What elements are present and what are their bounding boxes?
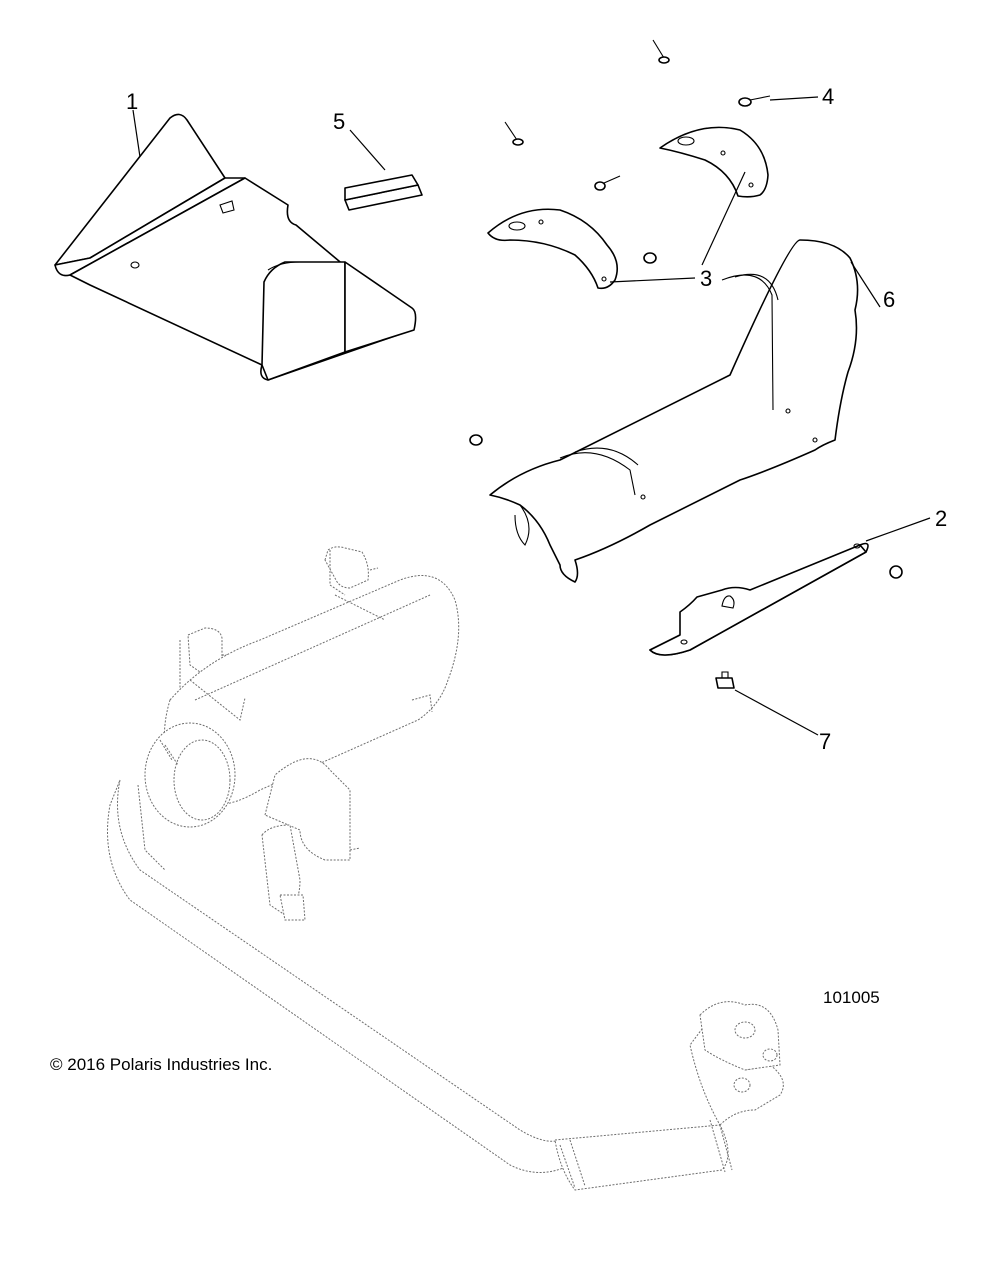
callout-4: 4 <box>822 84 834 109</box>
part-5-foam-pad <box>344 174 423 211</box>
callout-2: 2 <box>935 506 947 531</box>
leader-5 <box>349 129 386 171</box>
part-4-screw <box>738 95 771 107</box>
muffler-assembly <box>107 546 784 1191</box>
part-6-muffler-shield <box>469 239 859 583</box>
leader-3b <box>701 171 746 266</box>
callout-3: 3 <box>700 266 712 291</box>
callout-7: 7 <box>819 729 831 754</box>
callout-6: 6 <box>883 287 895 312</box>
part-3-shield-large <box>659 126 769 198</box>
part-7-bolt <box>715 671 735 689</box>
screw-fastener <box>504 39 670 191</box>
leader-1 <box>132 109 141 158</box>
part-3-shield-small <box>487 208 618 290</box>
leader-2 <box>865 517 931 542</box>
leader-6 <box>850 261 881 308</box>
part-1-heat-shield <box>54 113 417 381</box>
copyright-text: © 2016 Polaris Industries Inc. <box>50 1055 273 1074</box>
leader-7 <box>734 689 819 736</box>
leader-3a <box>609 277 696 283</box>
callout-5: 5 <box>333 109 345 134</box>
callout-1: 1 <box>126 89 138 114</box>
leader-4 <box>769 96 819 101</box>
diagram-number: 101005 <box>823 988 880 1007</box>
part-2-bracket <box>649 542 903 656</box>
